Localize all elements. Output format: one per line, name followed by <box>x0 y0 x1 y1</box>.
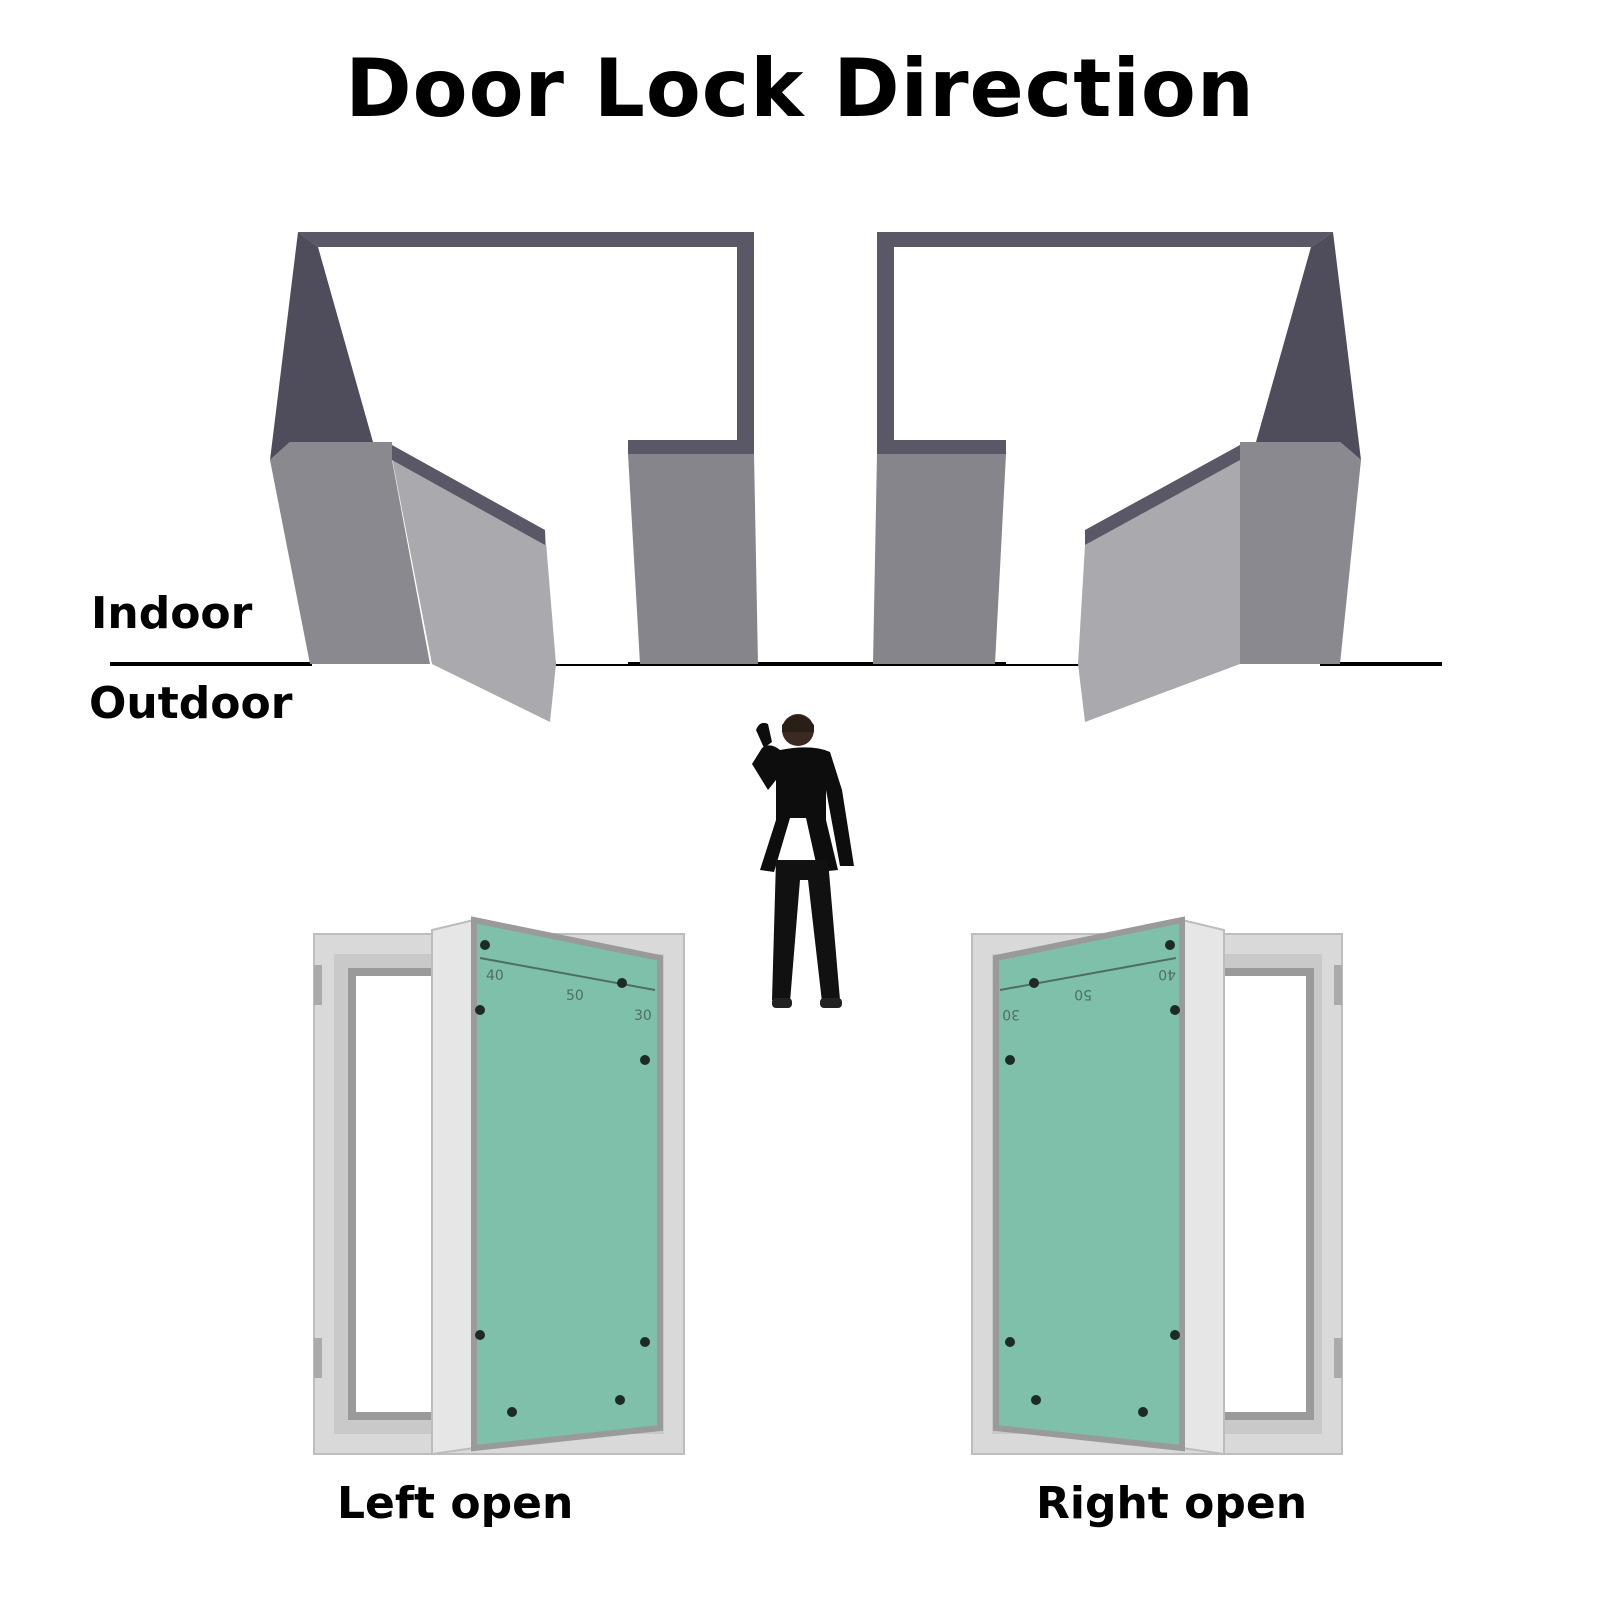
left-room-wall <box>270 232 758 664</box>
outdoor-label: Outdoor <box>89 678 293 729</box>
left-open-panel: 40 50 30 <box>313 916 685 1456</box>
left-door-leaf <box>392 445 556 722</box>
right-open-caption: Right open <box>1036 1478 1308 1529</box>
right-open-panel: 40 50 30 <box>971 916 1343 1456</box>
indoor-label: Indoor <box>91 588 253 639</box>
person-figure <box>752 714 854 1008</box>
left-open-caption: Left open <box>337 1478 574 1529</box>
ruler-mark: 40 <box>1158 966 1176 982</box>
right-door-leaf <box>1078 445 1240 722</box>
ruler-mark: 50 <box>1074 986 1092 1002</box>
ruler-mark: 40 <box>486 968 504 984</box>
ruler-mark: 50 <box>566 988 584 1004</box>
ruler-mark: 30 <box>1002 1006 1020 1022</box>
right-room-wall <box>873 232 1361 664</box>
page-title: Door Lock Direction <box>345 42 1255 135</box>
ruler-mark: 30 <box>634 1008 652 1024</box>
